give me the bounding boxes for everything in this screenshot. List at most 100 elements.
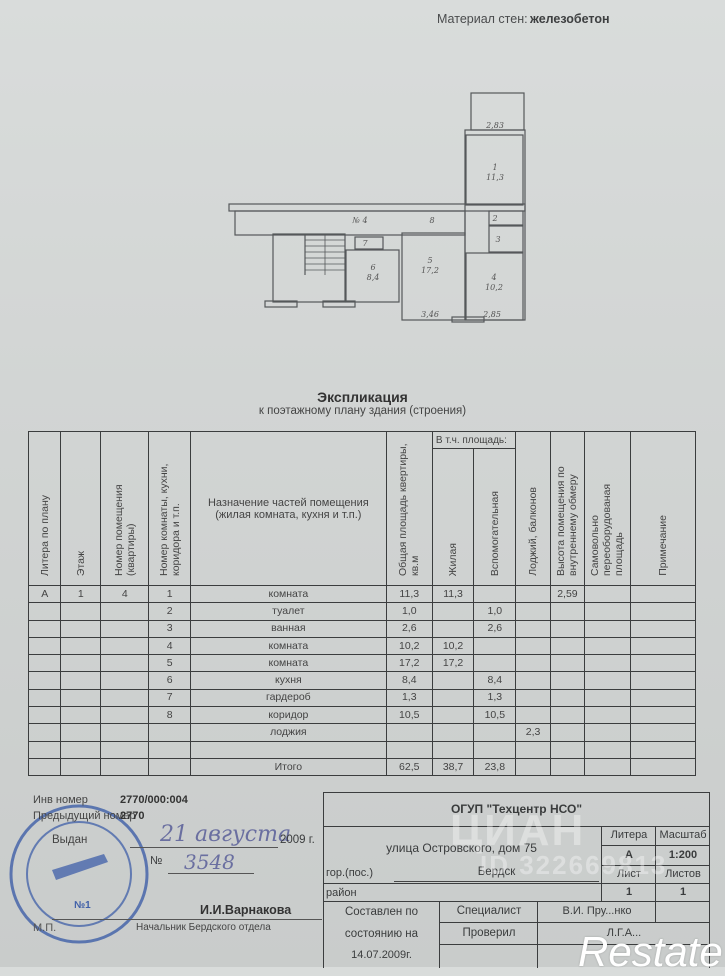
address: улица Островского, дом 75 bbox=[386, 841, 537, 855]
cell-room: 5 bbox=[148, 654, 192, 673]
cell-unauth bbox=[584, 654, 631, 673]
col-total-area: Общая площадь квертиры, кв.м bbox=[397, 443, 422, 576]
wall-material-label: Материал стен: bbox=[437, 12, 528, 26]
svg-text:№1: №1 bbox=[74, 900, 91, 911]
specialist-signature bbox=[655, 901, 710, 923]
cell-apt bbox=[100, 723, 150, 742]
svg-text:7: 7 bbox=[362, 239, 368, 248]
official-stamp: №1 bbox=[9, 804, 149, 944]
cell-purpose: комната bbox=[190, 654, 387, 673]
reg-label: Предыдущий номер bbox=[33, 810, 136, 822]
cian-watermark: ЦИАН bbox=[450, 806, 586, 855]
cell-total: 10,2 bbox=[385, 636, 433, 656]
wall-material: Материал стен: железобетон bbox=[437, 12, 610, 26]
cell-living bbox=[431, 602, 475, 621]
cell-apt bbox=[100, 688, 150, 708]
explication-title: Экспликация bbox=[317, 389, 408, 405]
col-purpose: Назначение частей помещения (жилая комна… bbox=[207, 496, 369, 521]
total-cell-room bbox=[148, 757, 192, 777]
total-cell-loggia bbox=[515, 757, 551, 777]
cell-total: 17,2 bbox=[385, 654, 433, 673]
city-underline bbox=[394, 881, 599, 882]
cell-floor bbox=[60, 688, 102, 708]
total-cell-litera bbox=[27, 757, 62, 777]
inv-value: 2770/000:004 bbox=[120, 794, 188, 806]
cell-apt: 4 bbox=[100, 584, 150, 604]
number-line bbox=[168, 873, 254, 874]
cell-aux: 1,3 bbox=[473, 688, 517, 708]
cell-purpose: комната bbox=[190, 584, 387, 604]
cell-aux bbox=[473, 654, 517, 673]
cell-room: 4 bbox=[148, 636, 192, 656]
city-value: Бердск bbox=[477, 866, 516, 878]
cell-aux bbox=[473, 740, 517, 759]
cell-floor bbox=[60, 636, 102, 656]
cell-aux bbox=[473, 636, 517, 656]
reg-value: 2770 bbox=[120, 810, 145, 822]
city-label: гор.(пос.) bbox=[326, 867, 374, 879]
cell-floor bbox=[60, 654, 102, 673]
cell-loggia bbox=[515, 671, 551, 690]
cell-height bbox=[549, 602, 586, 621]
cell-note bbox=[629, 688, 697, 708]
cell-room: 3 bbox=[148, 619, 192, 638]
cell-purpose: туалет bbox=[190, 602, 387, 621]
cell-note bbox=[629, 723, 697, 742]
cell-aux: 2,6 bbox=[473, 619, 517, 638]
signer-name: И.И.Варнакова bbox=[200, 903, 292, 917]
cell-height bbox=[549, 688, 586, 708]
cell-aux: 10,5 bbox=[473, 706, 517, 725]
cell-unauth bbox=[584, 602, 631, 621]
cell-height bbox=[549, 740, 586, 759]
col-loggia: Лоджий, балконов bbox=[527, 487, 540, 576]
district-label: район bbox=[326, 887, 357, 899]
svg-text:3: 3 bbox=[495, 235, 500, 244]
cell-floor bbox=[60, 671, 102, 690]
cell-apt bbox=[100, 740, 150, 759]
issued-year: 2009 г. bbox=[280, 834, 315, 846]
issued-date-handwritten: 21 августа bbox=[160, 822, 292, 847]
compiled-date: 14.07.2009г. bbox=[351, 949, 412, 961]
explication-subtitle: к поэтажному плану здания (строения) bbox=[258, 405, 467, 417]
cell-purpose: кухня bbox=[190, 671, 387, 690]
col-floor: Этаж bbox=[74, 550, 87, 576]
svg-text:2,85: 2,85 bbox=[482, 310, 501, 319]
cell-apt bbox=[100, 671, 150, 690]
cell-living: 17,2 bbox=[431, 654, 475, 673]
cell-room: 2 bbox=[148, 602, 192, 621]
cell-unauth bbox=[584, 619, 631, 638]
cell-unauth bbox=[584, 706, 631, 725]
cell-living bbox=[431, 706, 475, 725]
cell-purpose: комната bbox=[190, 636, 387, 656]
issued-line bbox=[130, 847, 278, 848]
wall-material-value: железобетон bbox=[530, 12, 610, 26]
checked-name: Л.Г.А... bbox=[537, 922, 710, 945]
cell-apt bbox=[100, 706, 150, 725]
cell-loggia bbox=[515, 654, 551, 673]
total-cell-living: 38,7 bbox=[431, 757, 475, 777]
total-cell-height bbox=[549, 757, 586, 777]
cell-loggia bbox=[515, 636, 551, 656]
cell-purpose: гардероб bbox=[190, 688, 387, 708]
cell-loggia bbox=[515, 706, 551, 725]
cell-height bbox=[549, 636, 586, 656]
cell-total: 2,6 bbox=[385, 619, 433, 638]
issued-label: Выдан bbox=[52, 834, 88, 846]
cell-litera bbox=[27, 688, 62, 708]
cell-unauth bbox=[584, 584, 631, 604]
cell-living bbox=[431, 671, 475, 690]
checked-label: Проверил bbox=[439, 922, 538, 945]
cell-unauth bbox=[584, 723, 631, 742]
litera-label: Литера bbox=[601, 826, 656, 846]
cell-aux: 8,4 bbox=[473, 671, 517, 690]
col-height: Высота помещения по внутреннему обмеру bbox=[555, 466, 580, 576]
col-note: Примечание bbox=[656, 515, 669, 576]
cell-purpose: коридор bbox=[190, 706, 387, 725]
cell-note bbox=[629, 602, 697, 621]
cell-note bbox=[629, 740, 697, 759]
cell-living bbox=[431, 723, 475, 742]
col-incl-area: В т.ч. площадь: bbox=[431, 430, 517, 450]
